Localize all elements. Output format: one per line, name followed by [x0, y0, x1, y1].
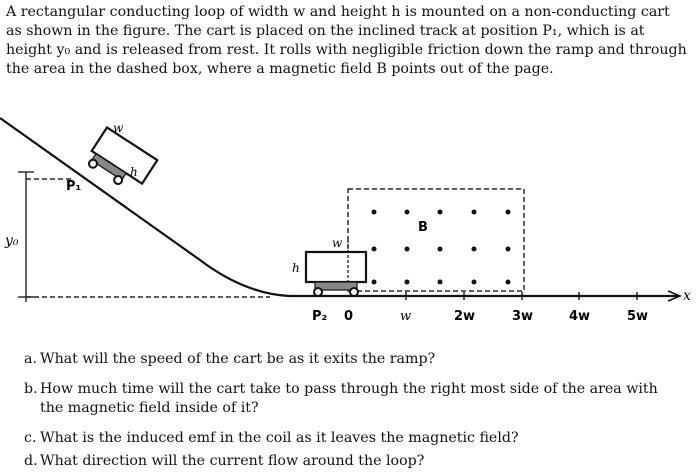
question-text: What direction will the current flow aro…	[40, 453, 425, 469]
field-dot	[404, 246, 410, 252]
question-letter: b.	[24, 381, 38, 397]
label-p1: P₁	[66, 179, 81, 194]
field-dot	[471, 279, 477, 285]
label-B: B	[418, 220, 428, 235]
intro-line-2: as shown in the figure. The cart is plac…	[6, 23, 645, 39]
tick-label-3w: 3w	[512, 309, 533, 324]
field-dot	[505, 246, 511, 252]
question-text-continued: the magnetic field inside of it?	[40, 400, 259, 416]
field-dot	[404, 279, 410, 285]
question-text: What will the speed of the cart be as it…	[40, 351, 436, 367]
tick-label-4w: 4w	[569, 309, 590, 324]
intro-line-1: A rectangular conducting loop of width w…	[6, 4, 670, 20]
wheel-rear-p2	[313, 287, 323, 297]
label-x: x	[683, 288, 691, 304]
label-y0: y₀	[4, 233, 19, 249]
question-text: How much time will the cart take to pass…	[40, 381, 658, 397]
label-h-cart: h	[292, 261, 300, 275]
wheel-front-ramp	[113, 175, 124, 186]
label-w-ramp: w	[113, 121, 124, 135]
cart-on-ramp	[87, 125, 159, 186]
field-dots	[371, 209, 511, 285]
question-text: What is the induced emf in the coil as i…	[40, 430, 519, 446]
field-dot	[437, 246, 443, 252]
intro-line-4: the area in the dashed box, where a magn…	[6, 61, 554, 77]
cart-at-p2	[304, 240, 368, 297]
intro-line-3: height y₀ and is released from rest. It …	[6, 42, 687, 58]
question-letter: a.	[24, 351, 37, 367]
field-dot	[437, 209, 443, 215]
field-dot	[371, 246, 377, 252]
field-dot	[404, 209, 410, 215]
field-dot	[505, 209, 511, 215]
question-letter: d.	[24, 453, 38, 469]
tick-label-w: w	[400, 309, 411, 324]
x-axis-arrowhead	[667, 290, 683, 302]
ramp-figure: y₀ x w h P₁ B w h	[0, 117, 691, 324]
label-w-cart: w	[332, 236, 343, 250]
tick-label-5w: 5w	[627, 309, 648, 324]
problem-statement: A rectangular conducting loop of width w…	[6, 3, 694, 79]
ramp-track	[0, 117, 678, 298]
wheel-front-p2	[349, 287, 359, 297]
field-dot	[471, 246, 477, 252]
cart-base-at-p2	[314, 281, 358, 291]
tick-label-p2: P₂	[312, 309, 327, 324]
cart-base-on-ramp	[90, 152, 127, 181]
magnetic-field-region	[347, 188, 525, 292]
tick-label-0: 0	[344, 309, 353, 324]
field-dot	[505, 279, 511, 285]
tick-label-2w: 2w	[454, 309, 475, 324]
field-dot	[471, 209, 477, 215]
field-dot	[371, 279, 377, 285]
axis-ticks	[405, 292, 638, 300]
wheel-rear-ramp	[87, 158, 98, 169]
field-dot	[371, 209, 377, 215]
loop-at-p2	[304, 250, 368, 284]
label-h-ramp: h	[130, 165, 138, 179]
field-dot	[437, 279, 443, 285]
question-letter: c.	[24, 430, 37, 446]
